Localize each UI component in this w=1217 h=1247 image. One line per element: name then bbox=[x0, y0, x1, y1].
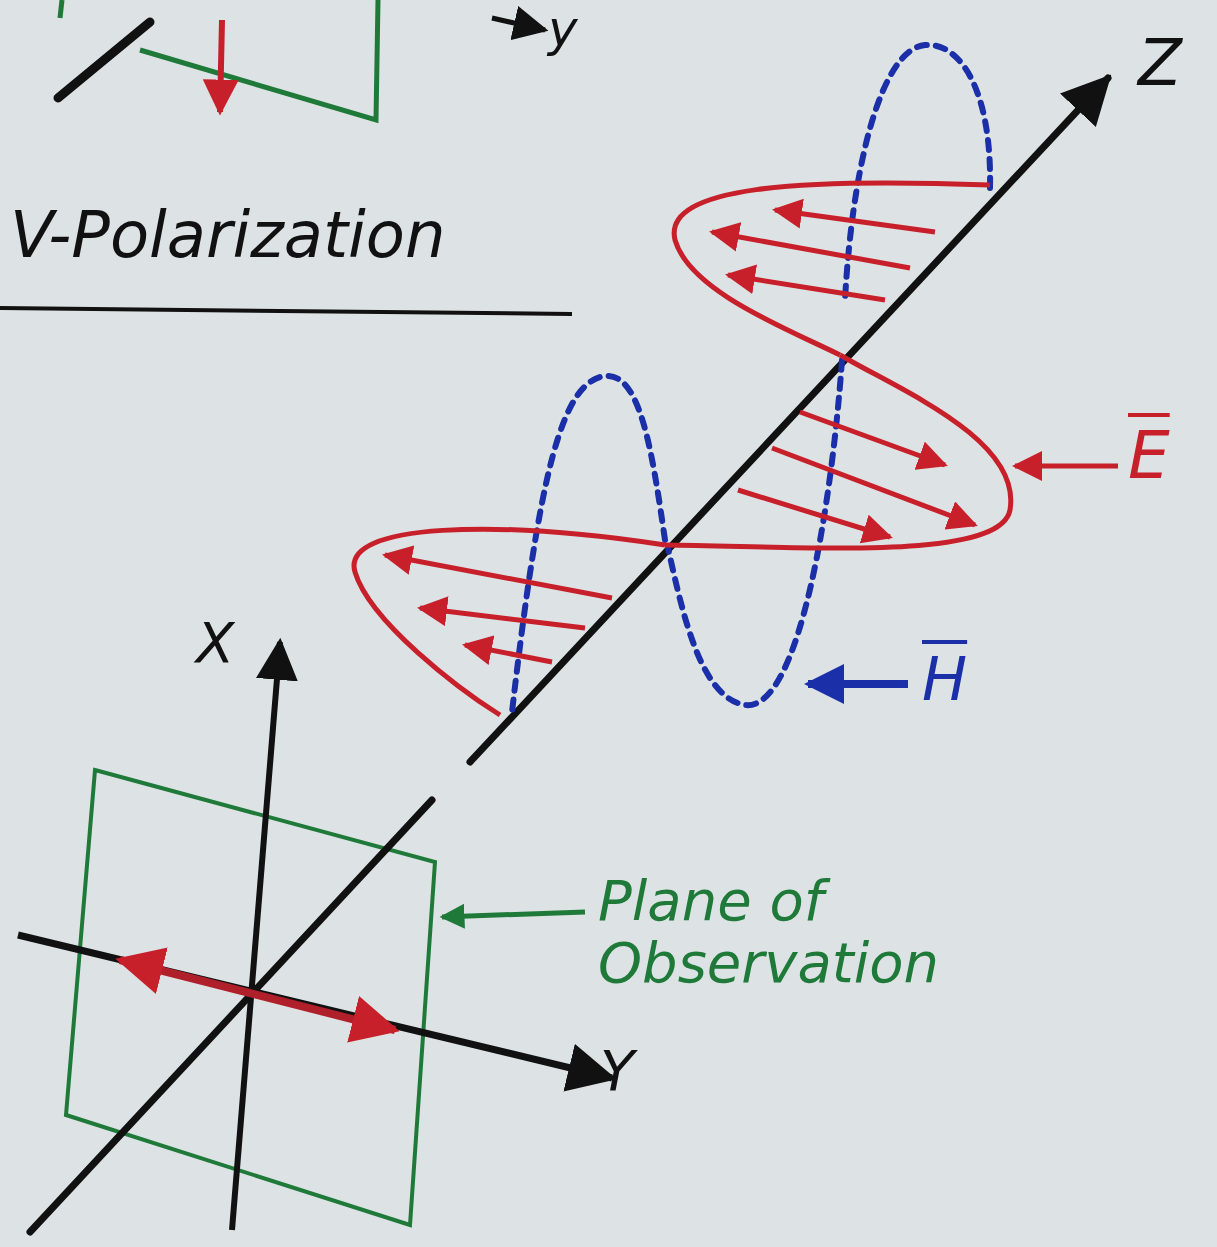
e-vector bbox=[385, 555, 612, 598]
e-vector bbox=[738, 490, 890, 537]
e-vector bbox=[772, 448, 975, 525]
z-axis bbox=[30, 800, 432, 1232]
leader-arrow bbox=[442, 912, 585, 917]
polarization-arrow bbox=[120, 960, 395, 1030]
e-vector bbox=[420, 608, 585, 628]
diagram-title: V-Polarization bbox=[10, 200, 446, 270]
partial-figure bbox=[58, 0, 545, 120]
leader-arrow bbox=[1015, 464, 1118, 469]
z-axis bbox=[470, 78, 1108, 762]
axis-label: Z bbox=[1138, 28, 1182, 98]
e-vector bbox=[800, 412, 945, 465]
axis-line bbox=[58, 22, 150, 98]
e-lobe bbox=[674, 183, 990, 355]
field-arrow bbox=[220, 20, 222, 112]
e-lobe bbox=[354, 529, 665, 715]
e-vector bbox=[712, 232, 910, 268]
e-lobe bbox=[665, 355, 1011, 548]
e-vector bbox=[728, 275, 885, 300]
plane-edge bbox=[140, 0, 378, 120]
axis-label: X bbox=[196, 612, 234, 674]
y-axis bbox=[18, 935, 612, 1078]
axis-line bbox=[492, 18, 545, 30]
title-underline bbox=[0, 308, 572, 314]
x-axis bbox=[232, 642, 280, 1230]
h-lobe bbox=[668, 360, 842, 705]
leader-arrow bbox=[808, 680, 908, 688]
observation-frame bbox=[18, 642, 612, 1232]
field-label: E bbox=[1128, 420, 1170, 493]
axis-label: Y bbox=[600, 1040, 634, 1102]
plane-edge bbox=[60, 0, 62, 18]
axis-label: y bbox=[548, 2, 578, 57]
e-vector bbox=[465, 645, 552, 662]
magnetic-field-wave bbox=[512, 45, 990, 712]
e-vector bbox=[775, 210, 935, 232]
electric-field-wave bbox=[354, 183, 1011, 715]
plane-label: Plane of Observation bbox=[598, 870, 1098, 993]
field-label: H bbox=[922, 646, 967, 712]
